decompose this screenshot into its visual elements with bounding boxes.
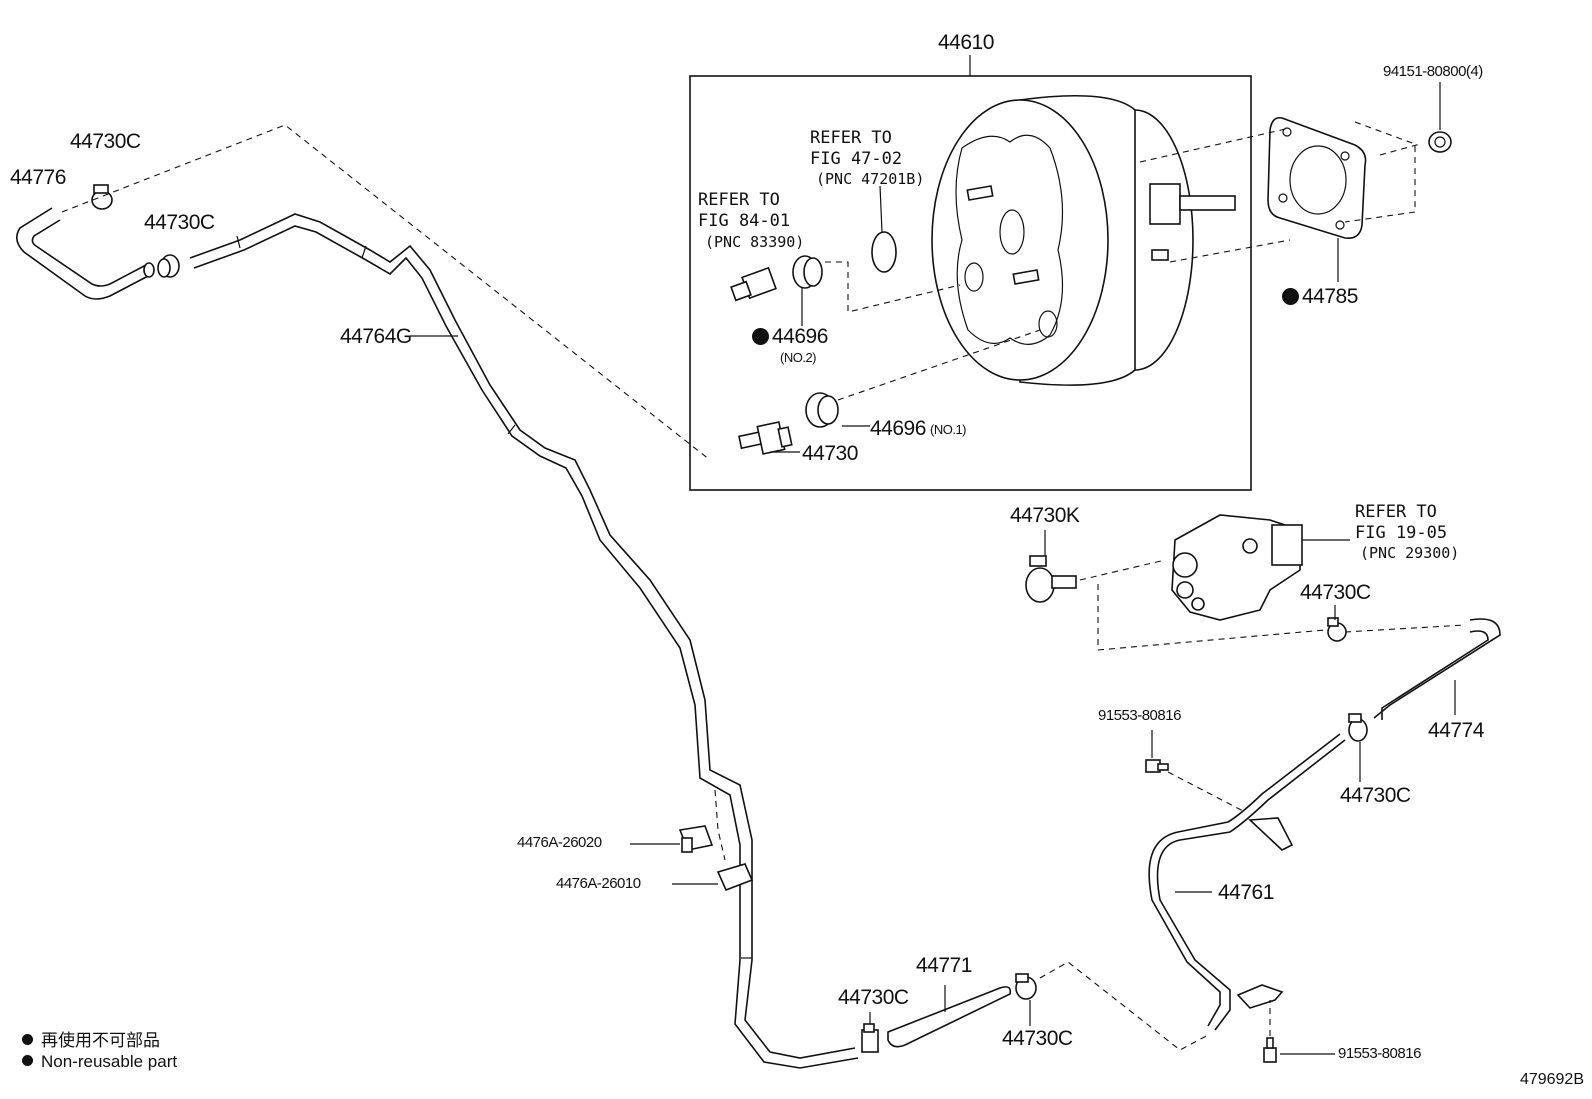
label-44764g: 44764G — [340, 325, 412, 348]
label-44785: 44785 — [1302, 285, 1358, 308]
label-44696-no2: 44696 — [772, 325, 828, 348]
hose-44776 — [16, 207, 155, 300]
label-4476a-26020: 4476A-26020 — [517, 834, 602, 851]
label-44610: 44610 — [938, 31, 994, 54]
legend-jp-text: 再使用不可部品 — [41, 1031, 160, 1050]
bolt-91553-mid — [1145, 759, 1169, 773]
refer-fig-19-05-line1: REFER TO — [1355, 502, 1437, 522]
label-44730k: 44730K — [1010, 504, 1080, 527]
hose-44771 — [887, 986, 1012, 1048]
refer-fig-19-05-line2: FIG 19-05 — [1355, 523, 1448, 543]
brake-booster-body — [931, 94, 1236, 386]
clip-4476a-26010 — [716, 863, 754, 892]
hose-44774 — [1373, 618, 1501, 720]
clamp-44730c-bottom-right — [1015, 973, 1037, 1000]
fitting-44730k — [1025, 555, 1077, 603]
legend-non-reusable-en: Non-reusable part — [22, 1052, 177, 1072]
label-44730c-top: 44730C — [70, 130, 141, 153]
vacuum-pump-pnc-29300 — [1171, 514, 1303, 621]
refer-fig-47-02-line1: REFER TO — [810, 128, 892, 148]
label-44730c-right: 44730C — [1340, 784, 1411, 807]
clamp-44730c-top — [91, 184, 113, 210]
clamp-44730c-bottom-left — [861, 1023, 879, 1053]
non-reusable-marker-44696 — [752, 328, 769, 345]
label-44730c-bottom-left: 44730C — [838, 986, 909, 1009]
label-4476a-26010: 4476A-26010 — [556, 875, 641, 892]
refer-fig-19-05-pnc: (PNC 29300) — [1360, 544, 1460, 562]
legend-dot-icon — [22, 1055, 33, 1067]
clamp-44730c-mid — [157, 254, 180, 278]
clip-4476a-26020 — [678, 825, 714, 853]
refer-fig-47-02-pnc: (PNC 47201B) — [816, 170, 925, 188]
legend-dot-icon — [22, 1034, 33, 1046]
bolt-91553-bottom — [1263, 1037, 1277, 1063]
label-44730c-bottom-right: 44730C — [1002, 1027, 1073, 1050]
refer-fig-84-01-line2: FIG 84-01 — [698, 211, 791, 231]
refer-fig-47-02-line2: FIG 47-02 — [810, 149, 903, 169]
clamp-44730c-pump — [1327, 617, 1347, 642]
check-valve-44730 — [738, 421, 793, 455]
label-44696-no1: 44696 — [870, 417, 926, 440]
label-44730c-mid: 44730C — [144, 211, 215, 234]
legend-en-text: Non-reusable part — [41, 1052, 178, 1071]
label-no1: (NO.1) — [930, 422, 967, 437]
label-44730c-pump: 44730C — [1300, 581, 1371, 604]
clamp-44730c-right — [1348, 713, 1368, 742]
label-44776: 44776 — [10, 166, 66, 189]
sensor-pnc-83390 — [730, 266, 777, 302]
refer-fig-84-01-pnc: (PNC 83390) — [705, 233, 805, 251]
figure-id: 479692B — [1519, 1071, 1584, 1088]
o-ring — [871, 231, 897, 273]
label-44730: 44730 — [802, 442, 858, 465]
gasket-44785 — [1267, 116, 1367, 240]
grommet-44696-no2 — [792, 255, 823, 289]
label-44774: 44774 — [1428, 719, 1484, 742]
pipe-44761 — [1148, 733, 1346, 1031]
legend-non-reusable-jp: 再使用不可部品 — [22, 1026, 160, 1051]
grommet-44696-no1 — [805, 392, 839, 428]
nut-94151 — [1428, 131, 1452, 153]
label-91553-80816-bottom: 91553-80816 — [1338, 1045, 1421, 1062]
label-91553-80816-mid: 91553-80816 — [1098, 707, 1181, 724]
refer-fig-84-01-line1: REFER TO — [698, 190, 780, 210]
label-94151-80800: 94151-80800(4) — [1383, 63, 1483, 80]
label-44761: 44761 — [1218, 881, 1274, 904]
non-reusable-marker-44785 — [1282, 288, 1299, 305]
label-44771: 44771 — [916, 954, 972, 977]
label-no2: (NO.2) — [780, 350, 817, 365]
hose-44764g — [189, 213, 859, 1069]
